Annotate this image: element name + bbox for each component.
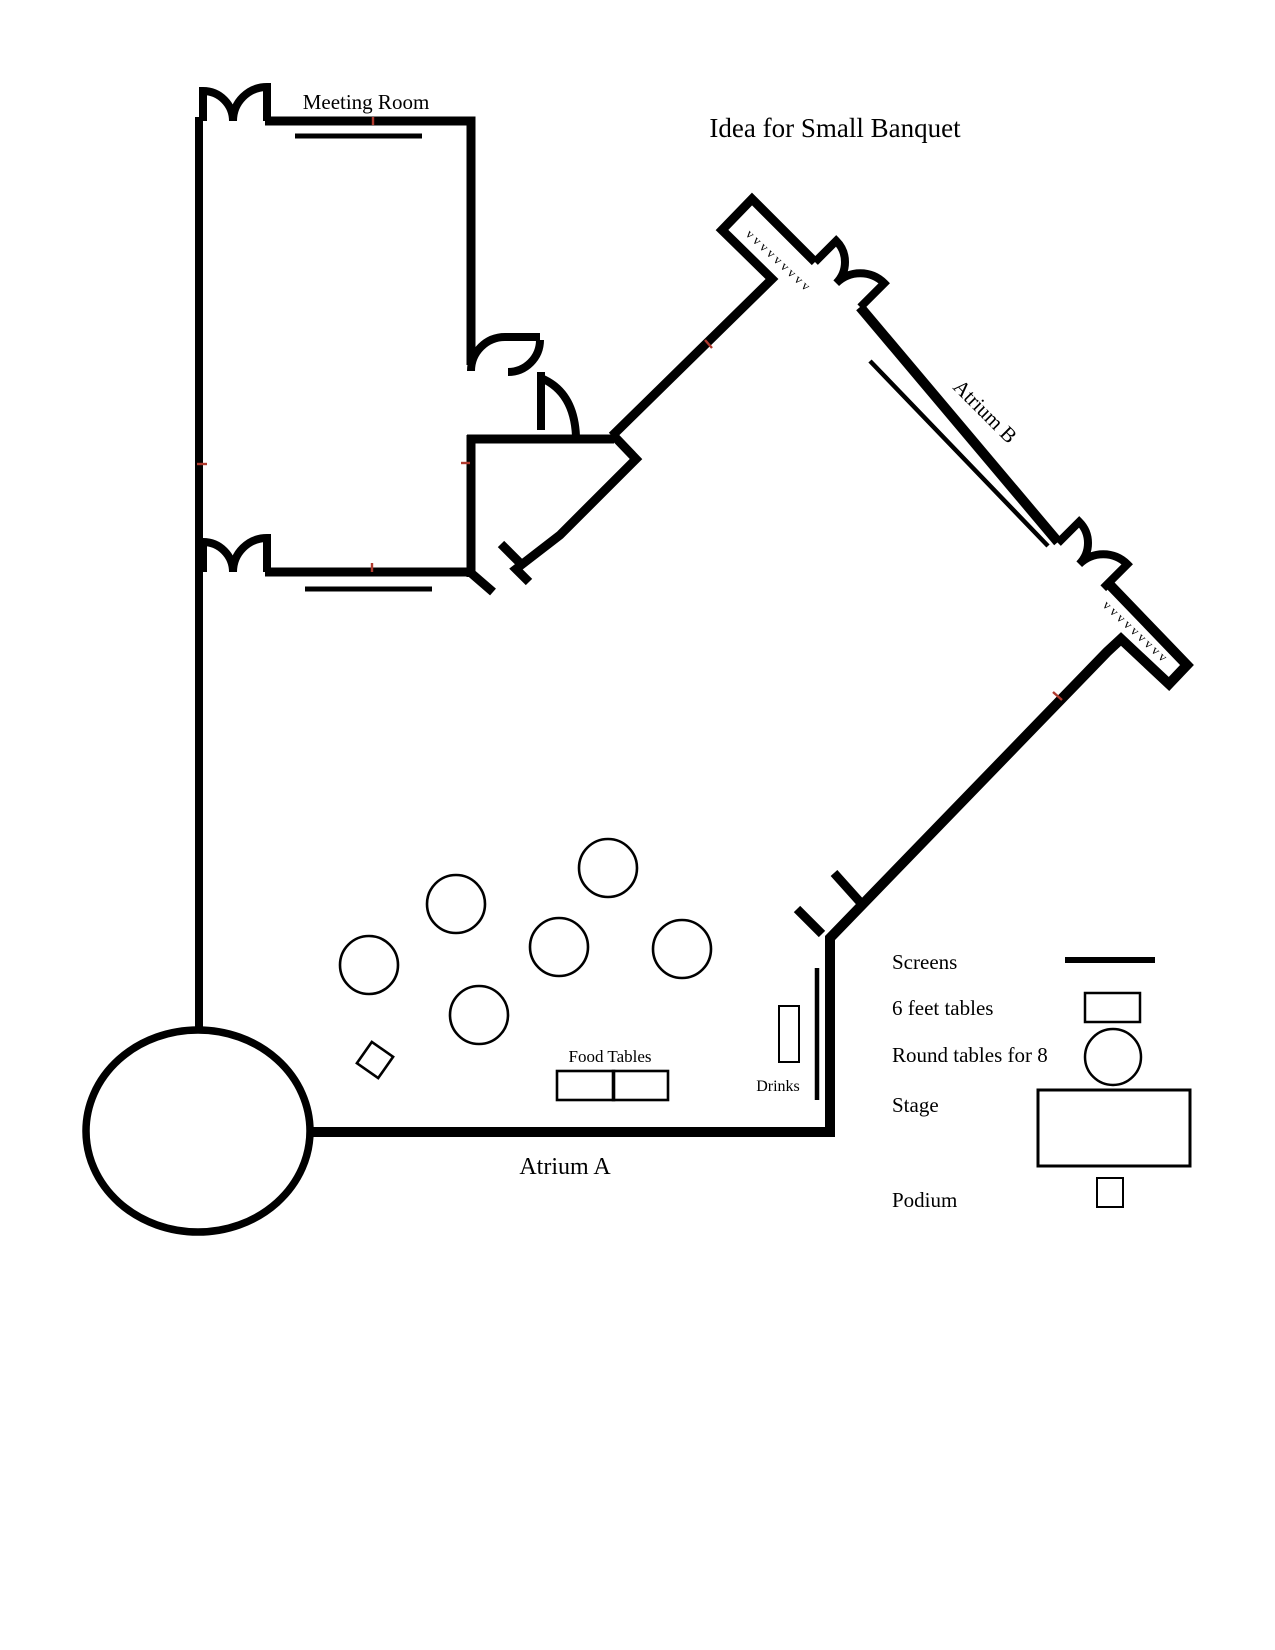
round-table <box>448 984 510 1046</box>
doors <box>199 82 1133 592</box>
screens <box>295 133 1050 1100</box>
food-table <box>555 1069 616 1102</box>
food-tables-label: Food Tables <box>568 1047 651 1066</box>
wall-atriumb-end-stub <box>608 192 819 440</box>
opening-tick <box>830 869 864 906</box>
round-table <box>528 916 590 978</box>
legend-label-screens: Screens <box>892 950 957 974</box>
legend-label-stage: Stage <box>892 1093 939 1117</box>
podium-floor-marker <box>355 1040 395 1080</box>
wall-vestibule-notch <box>509 432 643 586</box>
door-atriumb-upper <box>812 235 890 311</box>
door-meeting-bottom-left <box>199 533 271 573</box>
legend-label-round-tables: Round tables for 8 <box>892 1043 1048 1067</box>
drinks-table <box>778 1005 800 1063</box>
opening-tick <box>793 905 826 938</box>
round-table <box>577 837 639 899</box>
opening-tick <box>468 569 496 596</box>
legend: Screens 6 feet tables Round tables for 8… <box>892 950 1192 1212</box>
wall-meeting-top-right <box>265 116 476 365</box>
legend-symbol-podium <box>1096 1177 1124 1208</box>
round-table <box>425 873 487 935</box>
meeting-room-label: Meeting Room <box>303 90 430 114</box>
food-table <box>611 1069 670 1102</box>
legend-symbol-stage <box>1036 1088 1192 1168</box>
opening-tick <box>497 540 528 571</box>
legend-label-podium: Podium <box>892 1188 957 1212</box>
legend-symbol-round-table <box>1083 1027 1143 1087</box>
legend-label-6ft-tables: 6 feet tables <box>892 996 993 1020</box>
screen-atriumb <box>868 359 1050 548</box>
furniture-layer <box>338 837 800 1102</box>
opening-ticks <box>468 540 864 938</box>
red-tick <box>1052 691 1063 701</box>
rotunda-circle <box>82 1026 314 1236</box>
door-meeting-right <box>467 333 580 437</box>
round-table <box>338 934 400 996</box>
atrium-a-label: Atrium A <box>519 1154 611 1180</box>
labels: Idea for Small Banquet Meeting Room Atri… <box>303 90 1173 1180</box>
legend-symbol-6ft-table <box>1083 991 1142 1024</box>
round-table <box>651 918 713 980</box>
page-title: Idea for Small Banquet <box>709 113 961 143</box>
walls <box>82 116 1194 1236</box>
wall-lower-stub-diagonal-right <box>825 581 1194 1136</box>
atrium-b-label: Atrium B <box>948 375 1021 448</box>
wall-atriumb-ne <box>856 303 1062 546</box>
registration-ticks <box>197 117 1063 701</box>
door-meeting-top-left <box>199 82 271 122</box>
red-tick <box>704 339 713 349</box>
door-atriumb-lower <box>1055 516 1133 592</box>
drinks-label: Drinks <box>756 1078 800 1095</box>
